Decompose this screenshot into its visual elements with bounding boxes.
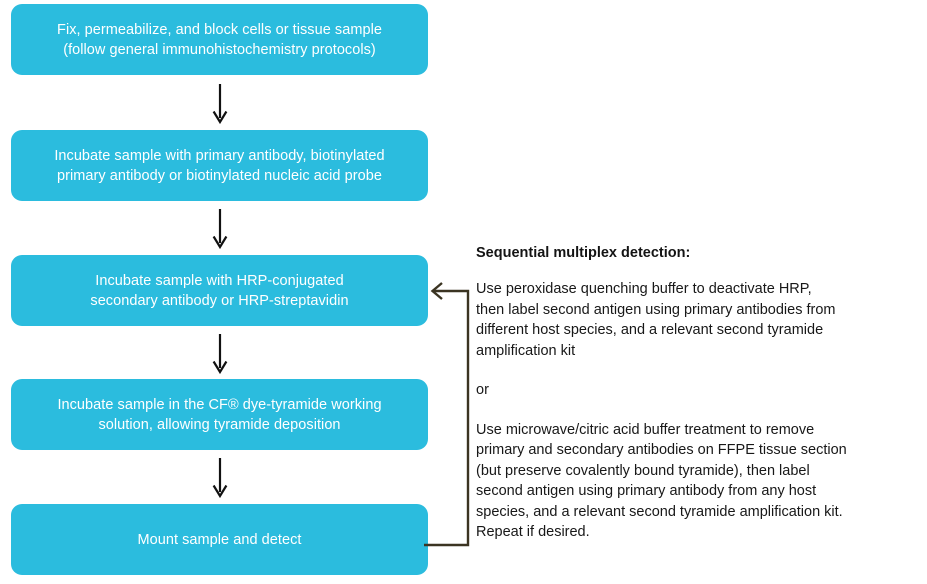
flow-step-incubate-hrp-secondary[interactable]: Incubate sample with HRP-conjugated seco… <box>11 255 428 326</box>
arrow-down-icon-step4-to-step5 <box>212 458 228 498</box>
feedback-loop-arrow-icon <box>424 280 480 555</box>
flow-step-label: Incubate sample with HRP-conjugated seco… <box>90 272 349 309</box>
side-panel-option-b: Use microwave/citric acid buffer treatme… <box>476 421 847 541</box>
flow-step-label: Fix, permeabilize, and block cells or ti… <box>57 21 382 58</box>
flow-step-mount-and-detect[interactable]: Mount sample and detect <box>11 504 428 575</box>
flow-step-label: Incubate sample with primary antibody, b… <box>54 147 385 184</box>
flow-step-fix-permeabilize-block[interactable]: Fix, permeabilize, and block cells or ti… <box>11 4 428 75</box>
arrow-down-icon-step2-to-step3 <box>212 209 228 249</box>
arrow-down-icon-step3-to-step4 <box>212 334 228 374</box>
sequential-multiplex-panel: Sequential multiplex detection: Use pero… <box>476 243 918 543</box>
side-panel-separator-or: or <box>476 382 489 398</box>
side-panel-heading: Sequential multiplex detection: <box>476 245 691 261</box>
arrow-down-icon-step1-to-step2 <box>212 84 228 124</box>
flow-step-label: Mount sample and detect <box>137 531 302 548</box>
flow-step-incubate-primary-antibody[interactable]: Incubate sample with primary antibody, b… <box>11 130 428 201</box>
flow-step-label: Incubate sample in the CF® dye-tyramide … <box>57 396 382 433</box>
flow-step-incubate-tyramide[interactable]: Incubate sample in the CF® dye-tyramide … <box>11 379 428 450</box>
side-panel-option-a: Use peroxidase quenching buffer to deact… <box>476 281 836 359</box>
